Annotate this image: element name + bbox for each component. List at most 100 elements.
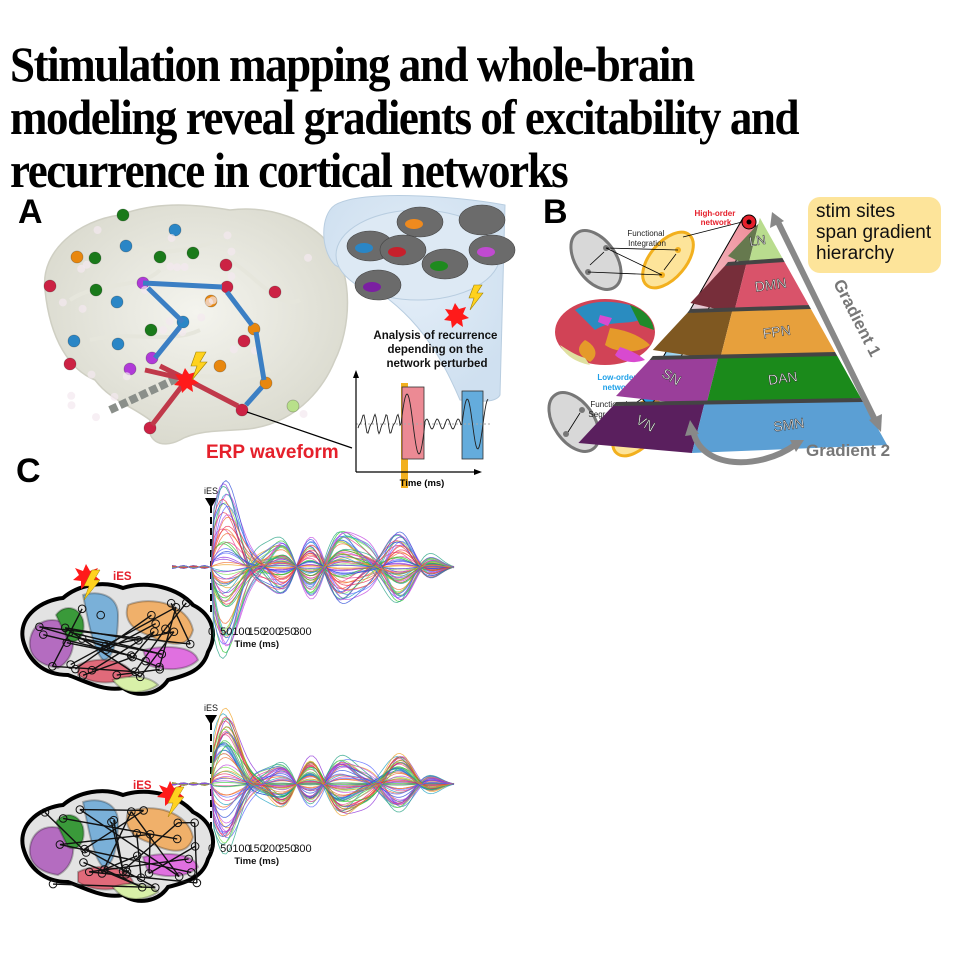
erp-trace — [171, 551, 455, 575]
network-node — [132, 828, 142, 838]
pyramid-front-face — [691, 402, 888, 453]
time-tick-200: 200 — [263, 843, 281, 855]
erp-trace — [171, 741, 455, 801]
lightning-icon — [167, 786, 185, 818]
erp-trace — [171, 759, 455, 844]
erp-trace — [171, 728, 455, 807]
network-node — [135, 672, 145, 682]
network-edge — [79, 808, 180, 878]
faint-contact — [87, 370, 96, 379]
erp-trace — [172, 782, 454, 785]
network-node — [141, 656, 150, 666]
network-edge — [134, 628, 166, 673]
network-node — [134, 635, 143, 645]
faint-contact — [122, 372, 131, 381]
erp-trace — [171, 535, 455, 645]
network-node — [190, 818, 199, 828]
erp-trace — [172, 563, 455, 575]
pyramid-label-fpn: FPN — [762, 322, 792, 342]
network-node — [79, 858, 88, 867]
panel-label-b: B — [543, 193, 568, 231]
stim-sites-note: stim sites span gradient hierarchy — [808, 197, 941, 273]
network-node — [65, 627, 74, 637]
functional-integration-label-1: Functional — [627, 229, 664, 238]
network-node — [144, 869, 154, 878]
title-line-1: Stimulation mapping and whole-brain — [10, 36, 695, 92]
pyramid-side-face — [728, 218, 760, 266]
erp-trace — [171, 541, 455, 578]
faint-contact — [67, 391, 76, 400]
network-node — [157, 649, 167, 659]
panel-label-a: A — [18, 193, 43, 231]
erp-trace — [171, 777, 455, 798]
panel-label-c: C — [16, 452, 41, 490]
erp-trace — [171, 763, 455, 835]
network-node — [71, 664, 80, 674]
electrode-node — [237, 334, 251, 348]
network-highlight — [405, 219, 423, 229]
network-node — [127, 807, 136, 816]
mini-erp-plot: Time (ms) — [353, 370, 490, 489]
faint-contact — [299, 409, 308, 418]
network-highlight — [430, 261, 448, 271]
network-node — [172, 834, 182, 844]
erp-trace — [171, 479, 455, 605]
svg-text:Analysis of recurrence d: Analysis of recurrence depending on the … — [373, 330, 500, 370]
network-edge — [125, 822, 179, 869]
network-node — [171, 602, 181, 612]
network-node — [48, 662, 57, 671]
time-axis-label: Time (ms) — [234, 639, 279, 650]
lightning-icon — [83, 569, 101, 601]
functional-segregation-label-1: Functional — [590, 400, 627, 409]
faint-contact — [165, 317, 174, 326]
network-edge — [110, 821, 124, 872]
erp-trace — [171, 759, 455, 839]
pyramid-label-dmn: DMN — [754, 274, 788, 294]
electrode-node — [213, 359, 227, 373]
network-edge — [193, 822, 198, 883]
faint-contact — [229, 345, 238, 354]
analysis-text-2: depending on the — [387, 344, 483, 356]
faint-contact — [140, 286, 149, 295]
network-edge — [164, 602, 187, 630]
time-tick-150: 150 — [248, 843, 266, 855]
network-node — [174, 872, 184, 881]
network-highlight — [477, 247, 495, 257]
network-node — [147, 610, 156, 620]
network-edge — [106, 623, 156, 651]
time-tick-0: 0 — [208, 843, 214, 855]
erp-trace — [171, 762, 455, 832]
network-region — [111, 675, 160, 693]
erp-trace — [171, 502, 455, 595]
faint-contact — [110, 392, 119, 401]
erp-trace — [171, 541, 455, 579]
svg-text:Low-order network: Low-order network — [597, 373, 638, 392]
network-node — [149, 627, 159, 636]
faint-contact — [208, 296, 217, 305]
brain-surface — [458, 204, 506, 236]
network-node — [122, 867, 132, 877]
network-node — [192, 878, 202, 888]
network-edge — [170, 602, 191, 645]
network-node — [126, 651, 136, 660]
network-edge — [139, 631, 175, 678]
electrode-node — [63, 357, 77, 371]
network-edge — [116, 668, 160, 676]
faint-contact — [93, 226, 102, 235]
erp-trace — [171, 536, 455, 639]
time-tick-100: 100 — [232, 843, 250, 855]
pyramid-front-face — [719, 309, 836, 360]
parcellated-brain — [555, 299, 655, 365]
network-node — [132, 851, 142, 861]
recurrence-path — [142, 280, 267, 407]
erp-trace — [171, 556, 455, 572]
faint-contact — [223, 231, 232, 240]
intact-brain-schematic — [20, 781, 215, 903]
erp-trace — [171, 753, 455, 797]
network-node — [38, 630, 48, 639]
lightning-icon — [190, 351, 208, 381]
network-node — [84, 867, 94, 877]
integration-diagram — [569, 229, 695, 291]
ies-marker-label: iES — [204, 486, 218, 496]
